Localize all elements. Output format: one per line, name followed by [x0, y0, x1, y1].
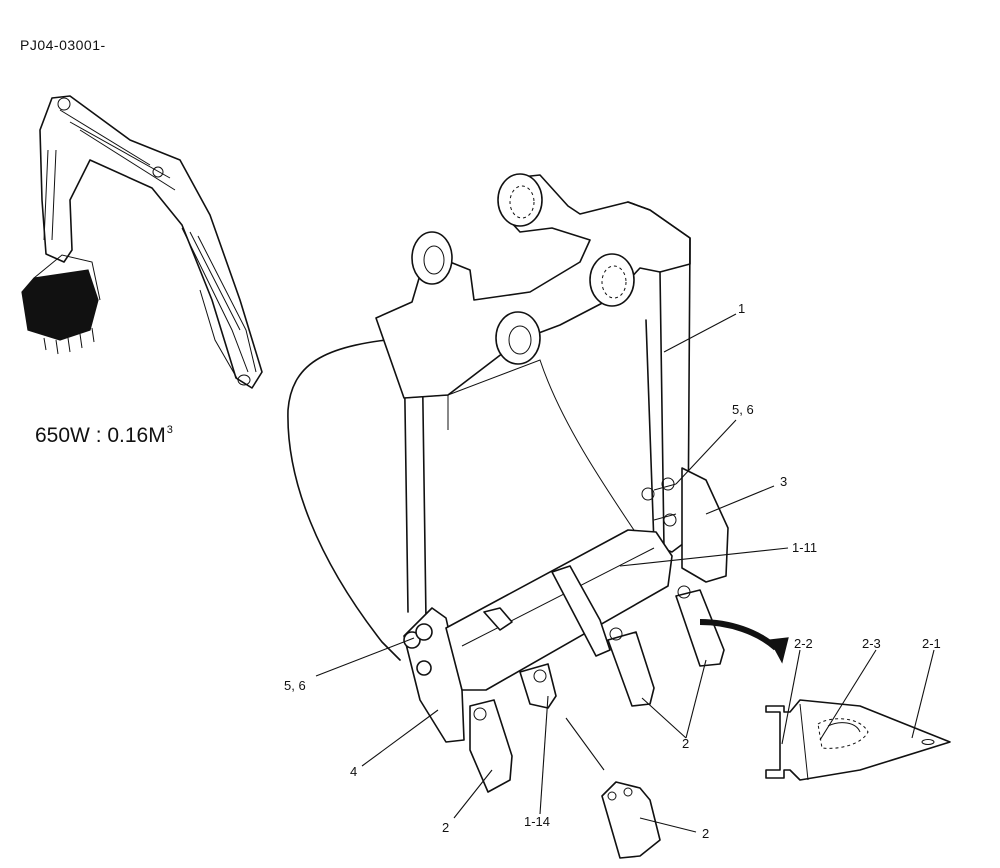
leader-lines: [315, 313, 935, 833]
bucket-assembly: [287, 173, 729, 859]
callout-labels: 1 5, 6 3 1-11 5, 6 4 2 1-14 2 2 2-2 2-3 …: [284, 301, 941, 841]
callout-2-2: 2-2: [794, 636, 813, 651]
callout-5-6-left: 5, 6: [284, 678, 306, 693]
callout-2-3: 2-3: [862, 636, 881, 651]
callout-2-bottom-left: 2: [442, 820, 449, 835]
callout-3: 3: [780, 474, 787, 489]
callout-5-6-right: 5, 6: [732, 402, 754, 417]
excavator-arm-thumbnail: [21, 95, 263, 389]
callout-1-14: 1-14: [524, 814, 550, 829]
capacity-exponent: 3: [166, 424, 173, 436]
callout-1-11: 1-11: [792, 540, 817, 555]
callout-2-1: 2-1: [922, 636, 941, 651]
capacity-text: 650W : 0.16M: [35, 424, 166, 447]
callout-1: 1: [738, 301, 745, 316]
tooth-detail: [765, 699, 951, 781]
detail-arrow: [699, 619, 789, 664]
callout-2-mid: 2: [682, 736, 689, 751]
callout-2-loose: 2: [702, 826, 709, 841]
document-code: PJ04-03001-: [20, 37, 106, 53]
bucket-capacity-label: 650W : 0.16M3: [35, 424, 173, 448]
callout-4: 4: [350, 764, 357, 779]
